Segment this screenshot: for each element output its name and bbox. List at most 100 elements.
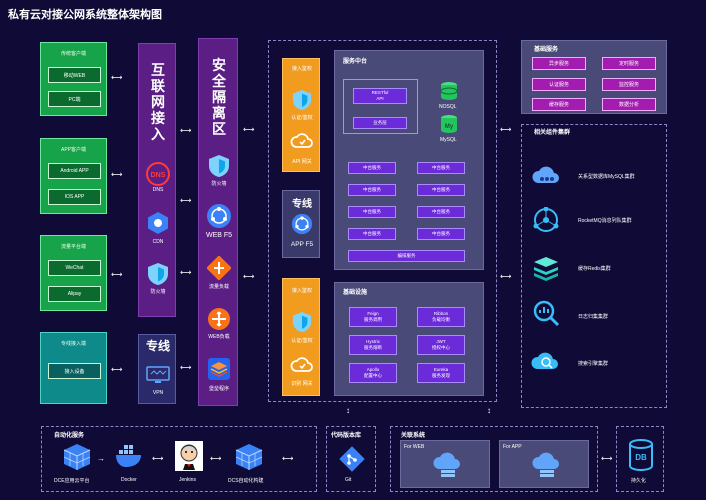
client-group-title: 流量平台端 bbox=[60, 244, 86, 250]
rocketmq-cluster-label: RocketMQ消息列队集群 bbox=[578, 218, 632, 224]
auth-label: 认证/鉴权 bbox=[291, 115, 313, 121]
auth-service[interactable]: 认证服务 bbox=[532, 78, 586, 91]
mysql-cluster-icon bbox=[532, 163, 560, 189]
double-arrow-icon: ⟷ bbox=[243, 272, 255, 281]
related-systems-region: 关联系统 For WEB For APP bbox=[390, 426, 598, 492]
svg-text:My: My bbox=[445, 124, 454, 130]
auth-label: 认证/鉴权 bbox=[291, 338, 313, 344]
auth-shield-icon bbox=[292, 89, 312, 111]
double-arrow-icon: ⟷ bbox=[180, 268, 192, 277]
mysql-db-icon: My bbox=[440, 114, 458, 134]
code-repo-region: 代码版本库 Git bbox=[326, 426, 376, 492]
double-arrow-icon: ⟷ bbox=[111, 365, 123, 374]
service-center-title: 服务中台 bbox=[343, 59, 368, 65]
identify-gateway-label: 识别 网关 bbox=[291, 381, 313, 387]
middle-service-box[interactable]: 中台服务 bbox=[417, 162, 465, 174]
double-arrow-icon: ⟷ bbox=[210, 454, 222, 463]
db-icon: DB bbox=[628, 439, 654, 471]
firewall-shield-icon bbox=[147, 262, 169, 286]
log-cluster-icon bbox=[532, 299, 560, 327]
ribbon-box[interactable]: Ribbon 负载均衡 bbox=[417, 307, 465, 327]
eureka-box[interactable]: Eureka 服务发现 bbox=[417, 363, 465, 383]
rocketmq-cluster-icon bbox=[533, 207, 559, 233]
analytics-service[interactable]: 数据分析 bbox=[602, 98, 656, 111]
timer-service[interactable]: 定时服务 bbox=[602, 57, 656, 70]
identify-gateway-icon bbox=[290, 355, 314, 375]
nosql-label: NOSQL bbox=[439, 104, 457, 110]
api-gateway-icon bbox=[290, 131, 314, 151]
client-group-title: APP客户端 bbox=[60, 147, 86, 153]
middle-service-box[interactable]: 中台服务 bbox=[348, 228, 396, 240]
client-group-dedicated: 专线接入端 接入设备 bbox=[40, 332, 107, 404]
gateway-top: 接入鉴权 认证/鉴权 API 网关 bbox=[282, 58, 320, 172]
async-service[interactable]: 异步服务 bbox=[532, 57, 586, 70]
for-web-label: For WEB bbox=[404, 444, 425, 450]
core-region bbox=[268, 40, 497, 402]
web-f5-label: WEB F5 bbox=[205, 232, 233, 239]
app-f5-icon bbox=[291, 213, 313, 235]
cloud-server-icon bbox=[532, 451, 562, 481]
middle-service-box[interactable]: 中台服务 bbox=[417, 184, 465, 196]
double-arrow-icon: ⟷ bbox=[111, 170, 123, 179]
client-item-mobile-web[interactable]: 移动WEB bbox=[48, 67, 101, 83]
client-item-access-device[interactable]: 接入设备 bbox=[48, 363, 101, 379]
automation-region: 自动化服务 DCE应用云平台 → Docker ⟷ Jenkins ⟷ DCS自… bbox=[41, 426, 317, 492]
for-app-label: For APP bbox=[503, 444, 522, 450]
double-arrow-icon: ⟷ bbox=[500, 125, 512, 134]
svg-text:DNS: DNS bbox=[151, 172, 166, 179]
middle-service-box[interactable]: 中台服务 bbox=[417, 228, 465, 240]
double-arrow-icon: ⟷ bbox=[180, 196, 192, 205]
internet-access-title: 互联网接入 bbox=[151, 62, 165, 142]
double-arrow-icon: ⟷ bbox=[111, 270, 123, 279]
gateway-head: 接入鉴权 bbox=[291, 288, 312, 294]
search-engine-cluster-icon bbox=[531, 347, 561, 373]
component-clusters-region: 相关组件集群 关系型数据库MySQL集群 RocketMQ消息列队集群 缓存Re… bbox=[521, 124, 667, 408]
jenkins-icon bbox=[174, 440, 204, 472]
double-arrow-icon: ⟷ bbox=[180, 126, 192, 135]
client-group-traditional: 传统客户端 移动WEB PC端 bbox=[40, 42, 107, 116]
client-group-traffic: 流量平台端 WeChat Alipay bbox=[40, 235, 107, 311]
dcs-build-icon bbox=[234, 442, 264, 472]
business-layer-box[interactable]: 业务层 bbox=[353, 117, 407, 129]
for-app-box[interactable]: For APP bbox=[499, 440, 589, 488]
middle-service-box[interactable]: 中台服务 bbox=[348, 184, 396, 196]
client-item-ios[interactable]: IOS APP bbox=[48, 189, 101, 205]
firewall-label: 防火墙 bbox=[150, 289, 166, 295]
dce-platform-label: DCE应用云平台 bbox=[54, 478, 90, 484]
hystrix-box[interactable]: Hystrix 服务熔断 bbox=[349, 335, 397, 355]
for-web-box[interactable]: For WEB bbox=[400, 440, 490, 488]
vpn-icon bbox=[146, 365, 170, 385]
traffic-load-icon bbox=[207, 256, 231, 280]
basic-services-panel: 基础服务 异步服务 定时服务 认证服务 监控服务 缓存服务 数据分析 bbox=[521, 40, 667, 114]
traffic-load-label: 流量负载 bbox=[208, 284, 229, 290]
security-zone-column: 安全隔离区 防火墙 WEB F5 流量负载 WEB负载 堡垒程序 bbox=[198, 38, 238, 406]
redis-cluster-label: 缓存Redis集群 bbox=[578, 266, 611, 272]
orchestration-box[interactable]: 编排服务 bbox=[348, 250, 465, 262]
double-arrow-icon: ⟷ bbox=[152, 454, 164, 463]
gateway-mid-title: 专线 bbox=[292, 199, 312, 210]
web-load-icon bbox=[207, 307, 231, 331]
client-item-pc[interactable]: PC端 bbox=[48, 91, 101, 107]
bastion-icon bbox=[207, 357, 231, 381]
basic-services-title: 基础服务 bbox=[534, 47, 559, 53]
jwt-box[interactable]: JWT 授权中心 bbox=[417, 335, 465, 355]
monitor-service[interactable]: 监控服务 bbox=[602, 78, 656, 91]
client-item-android[interactable]: Android APP bbox=[48, 163, 101, 179]
cache-service[interactable]: 缓存服务 bbox=[532, 98, 586, 111]
mysql-label: MySQL bbox=[440, 137, 457, 143]
middle-service-box[interactable]: 中台服务 bbox=[348, 206, 396, 218]
client-item-alipay[interactable]: Alipay bbox=[48, 286, 101, 302]
middle-service-box[interactable]: 中台服务 bbox=[348, 162, 396, 174]
cdn-label: CDN bbox=[152, 239, 164, 245]
component-clusters-title: 相关组件集群 bbox=[534, 130, 571, 136]
web-f5-icon bbox=[206, 203, 232, 229]
apollo-box[interactable]: Apollo 配置中心 bbox=[349, 363, 397, 383]
middle-service-box[interactable]: 中台服务 bbox=[417, 206, 465, 218]
feign-box[interactable]: Feign 服务调用 bbox=[349, 307, 397, 327]
nosql-db-icon bbox=[440, 81, 458, 101]
double-arrow-icon: ⟷ bbox=[500, 272, 512, 281]
gateway-head: 接入鉴权 bbox=[291, 66, 312, 72]
restful-api-box[interactable]: RESTful API bbox=[353, 88, 407, 104]
client-item-wechat[interactable]: WeChat bbox=[48, 260, 101, 276]
redis-cluster-icon bbox=[532, 255, 560, 281]
